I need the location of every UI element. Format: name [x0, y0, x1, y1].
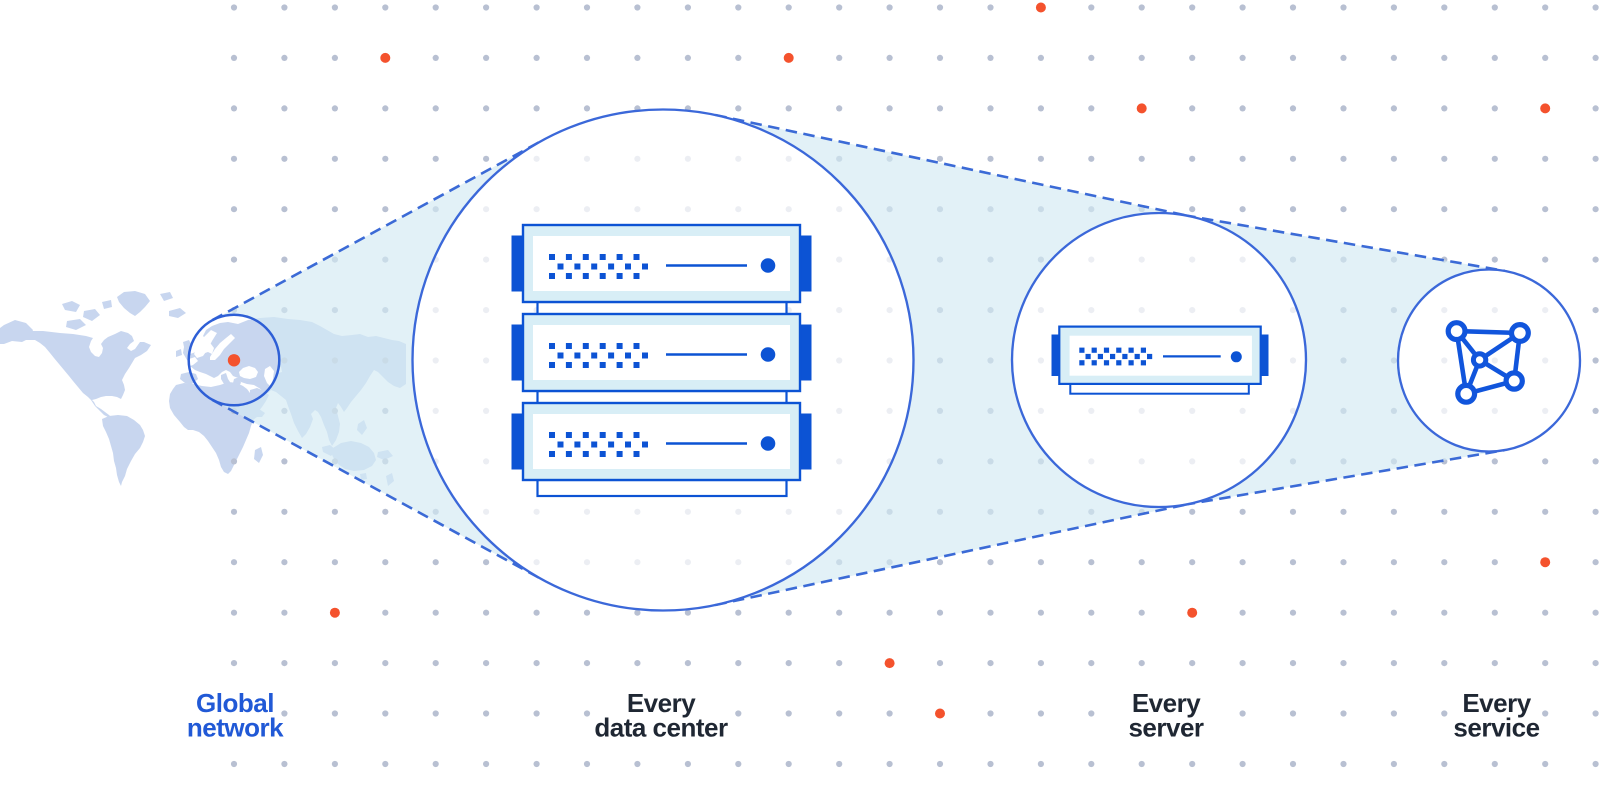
svg-text:server: server: [1128, 713, 1203, 743]
svg-text:service: service: [1453, 713, 1539, 743]
svg-text:Every: Every: [1132, 688, 1201, 718]
svg-text:Global: Global: [196, 688, 274, 718]
svg-text:network: network: [187, 713, 284, 743]
svg-text:Every: Every: [627, 688, 696, 718]
svg-text:Every: Every: [1462, 688, 1531, 718]
svg-text:data center: data center: [594, 713, 728, 743]
